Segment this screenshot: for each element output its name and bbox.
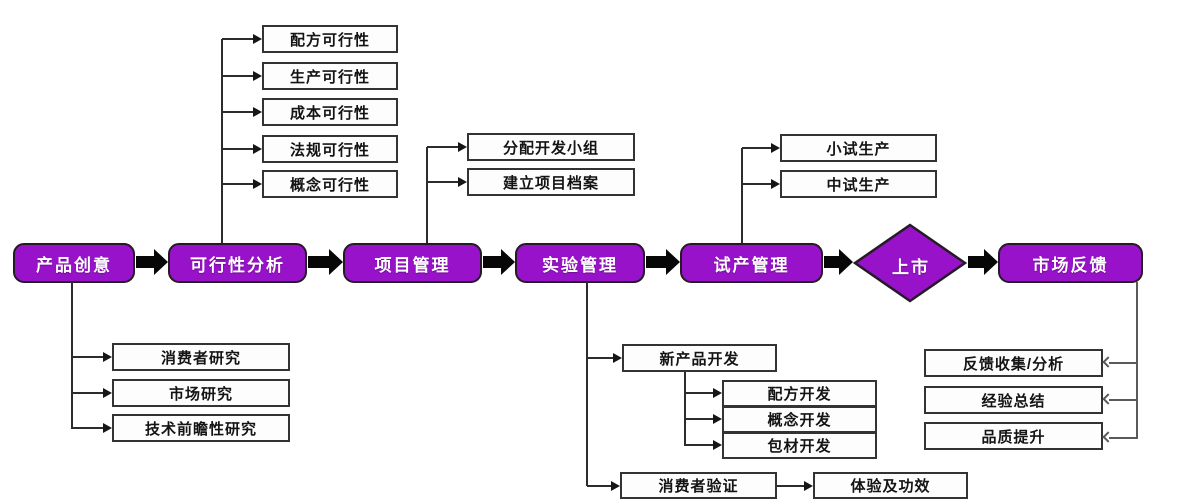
connector (587, 485, 611, 487)
box-concept-feasibility: 概念可行性 (262, 170, 398, 198)
box-formula-feasibility: 配方可行性 (262, 25, 398, 53)
research-branch-line (71, 282, 73, 429)
box-consumer-validation: 消费者验证 (620, 472, 777, 499)
box-assign-dev-team: 分配开发小组 (467, 133, 635, 161)
arrow-right-icon (713, 440, 722, 450)
box-formula-development: 配方开发 (722, 380, 877, 407)
box-consumer-research: 消费者研究 (112, 343, 290, 371)
connector (1109, 399, 1137, 401)
arrow-right-icon (253, 144, 262, 154)
node-launch-diamond-shape (852, 223, 968, 303)
box-feedback-collection-analysis: 反馈收集/分析 (924, 349, 1103, 377)
node-project-management: 项目管理 (343, 243, 482, 283)
connector (72, 427, 103, 429)
arrow-right-icon (771, 179, 780, 189)
box-concept-development: 概念开发 (722, 406, 877, 433)
feedback-branch-line (1136, 282, 1138, 439)
connector (685, 392, 713, 394)
node-product-idea: 产品创意 (13, 243, 135, 283)
main-arrow-3-icon (483, 249, 515, 275)
arrow-right-icon (611, 481, 620, 491)
arrow-right-icon (458, 142, 467, 152)
arrow-left-icon (1102, 393, 1114, 405)
arrow-right-icon (771, 143, 780, 153)
box-pilot-production: 中试生产 (780, 170, 937, 198)
box-tech-foresight-research: 技术前瞻性研究 (112, 414, 290, 442)
arrow-right-icon (103, 423, 112, 433)
arrow-right-icon (103, 352, 112, 362)
box-regulatory-feasibility: 法规可行性 (262, 135, 398, 163)
connector (427, 181, 458, 183)
box-quality-improvement: 品质提升 (924, 422, 1103, 450)
box-new-product-development: 新产品开发 (622, 344, 777, 372)
connector (222, 75, 253, 77)
node-trial-production-management: 试产管理 (680, 243, 823, 283)
arrow-right-icon (253, 34, 262, 44)
connector (685, 418, 713, 420)
node-feasibility-analysis: 可行性分析 (168, 243, 307, 283)
main-arrow-6-icon (968, 249, 998, 275)
arrow-right-icon (713, 388, 722, 398)
connector (1109, 362, 1137, 364)
experiment-branch-line (586, 282, 588, 486)
connector (72, 356, 103, 358)
arrow-right-icon (253, 107, 262, 117)
box-market-research: 市场研究 (112, 379, 290, 407)
connector (72, 392, 103, 394)
arrow-right-icon (458, 177, 467, 187)
box-experience-summary: 经验总结 (924, 386, 1103, 414)
connector (222, 38, 253, 40)
main-arrow-5-icon (824, 249, 853, 275)
box-small-trial-production: 小试生产 (780, 134, 937, 162)
connector (222, 148, 253, 150)
main-arrow-2-icon (308, 249, 343, 275)
box-production-feasibility: 生产可行性 (262, 62, 398, 90)
main-arrow-4-icon (646, 249, 680, 275)
arrow-right-icon (713, 414, 722, 424)
connector (587, 357, 613, 359)
connector (222, 111, 253, 113)
node-experiment-management: 实验管理 (515, 243, 645, 283)
trial-branch-line (741, 148, 743, 243)
arrow-left-icon (1102, 431, 1114, 443)
node-launch-label: 上市 (892, 258, 930, 277)
arrow-right-icon (253, 179, 262, 189)
box-cost-feasibility: 成本可行性 (262, 98, 398, 126)
arrow-right-icon (253, 71, 262, 81)
main-arrow-1-icon (136, 249, 168, 275)
box-create-project-file: 建立项目档案 (467, 168, 635, 196)
connector (685, 444, 713, 446)
feasibility-branch-line (221, 39, 223, 243)
connector (222, 183, 253, 185)
development-sub-line (684, 372, 686, 446)
connector (427, 146, 458, 148)
node-market-feedback: 市场反馈 (998, 243, 1143, 283)
box-packaging-development: 包材开发 (722, 432, 877, 459)
arrow-left-icon (1102, 356, 1114, 368)
project-branch-line (426, 147, 428, 243)
arrow-right-icon (103, 388, 112, 398)
connector (1109, 437, 1137, 439)
connector (742, 147, 771, 149)
arrow-right-icon (804, 481, 813, 491)
connector (777, 485, 804, 487)
connector (742, 183, 771, 185)
arrow-right-icon (613, 353, 622, 363)
box-experience-and-efficacy: 体验及功效 (813, 472, 968, 499)
